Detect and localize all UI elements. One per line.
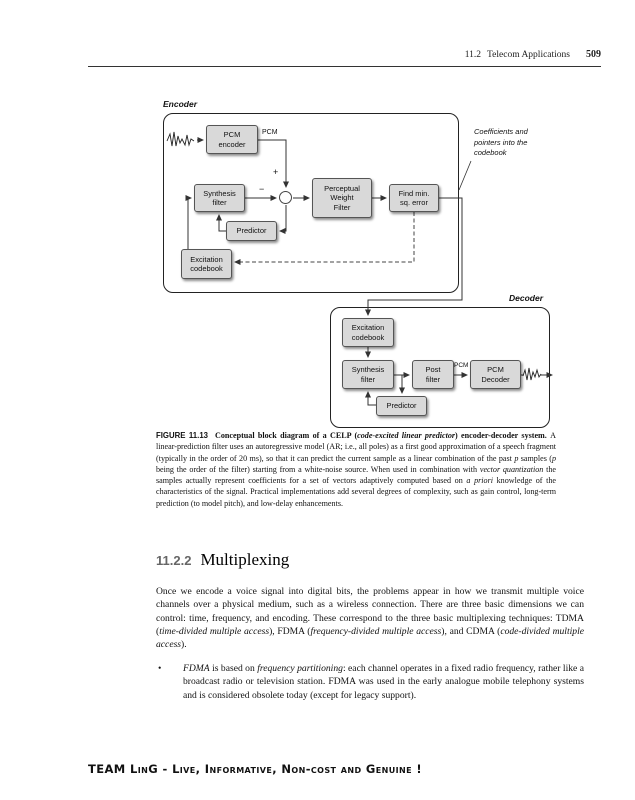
section-heading: 11.2.2 Multiplexing bbox=[156, 550, 289, 570]
decoder-excitation-codebook-block: Excitation codebook bbox=[342, 318, 394, 347]
encoder-excitation-codebook-block: Excitation codebook bbox=[181, 249, 232, 279]
pcm-encoder-block: PCM encoder bbox=[206, 125, 258, 154]
pcm-decoder-block: PCM Decoder bbox=[470, 360, 521, 389]
figure-caption-title: Conceptual block diagram of a CELP ( bbox=[215, 431, 358, 440]
running-head: 11.2 Telecom Applications 509 bbox=[0, 49, 601, 60]
find-min-sq-error-block: Find min. sq. error bbox=[389, 184, 439, 212]
header-divider bbox=[88, 66, 601, 67]
section-number: 11.2.2 bbox=[156, 553, 192, 568]
running-head-title: Telecom Applications bbox=[487, 50, 570, 60]
encoder-label: Encoder bbox=[163, 99, 198, 109]
bullet-marker: • bbox=[158, 663, 162, 674]
decoder-pcm-signal-label: PCM bbox=[454, 362, 469, 369]
minus-sign-label: − bbox=[259, 184, 265, 194]
post-filter-block: Post filter bbox=[412, 360, 454, 389]
body-paragraph: Once we encode a voice signal into digit… bbox=[156, 586, 585, 651]
figure-caption: FIGURE 11.13 Conceptual block diagram of … bbox=[156, 431, 557, 508]
encoder-predictor-block: Predictor bbox=[226, 221, 277, 241]
section-title: Multiplexing bbox=[200, 550, 290, 569]
summing-junction bbox=[279, 191, 292, 204]
decoder-label: Decoder bbox=[508, 293, 543, 303]
bullet-item-fdma: • FDMA is based on frequency partitionin… bbox=[156, 662, 584, 702]
bullet-text: FDMA is based on frequency partitioning:… bbox=[183, 663, 584, 701]
running-head-section: 11.2 bbox=[464, 50, 482, 60]
decoder-synthesis-filter-block: Synthesis filter bbox=[342, 360, 394, 389]
encoder-synthesis-filter-block: Synthesis filter bbox=[194, 184, 245, 212]
plus-sign-label: + bbox=[273, 167, 279, 177]
perceptual-weight-filter-block: Perceptual Weight Filter bbox=[312, 178, 372, 218]
footer-watermark: TEAM LinG - Live, Informative, Non-cost … bbox=[88, 762, 422, 776]
codebook-annotation: Coefficients and pointers into the codeb… bbox=[474, 127, 528, 157]
encoder-pcm-signal-label: PCM bbox=[262, 129, 278, 136]
decoder-predictor-block: Predictor bbox=[376, 396, 427, 416]
page-number: 509 bbox=[586, 49, 601, 60]
figure-caption-number: FIGURE 11.13 bbox=[156, 431, 208, 440]
